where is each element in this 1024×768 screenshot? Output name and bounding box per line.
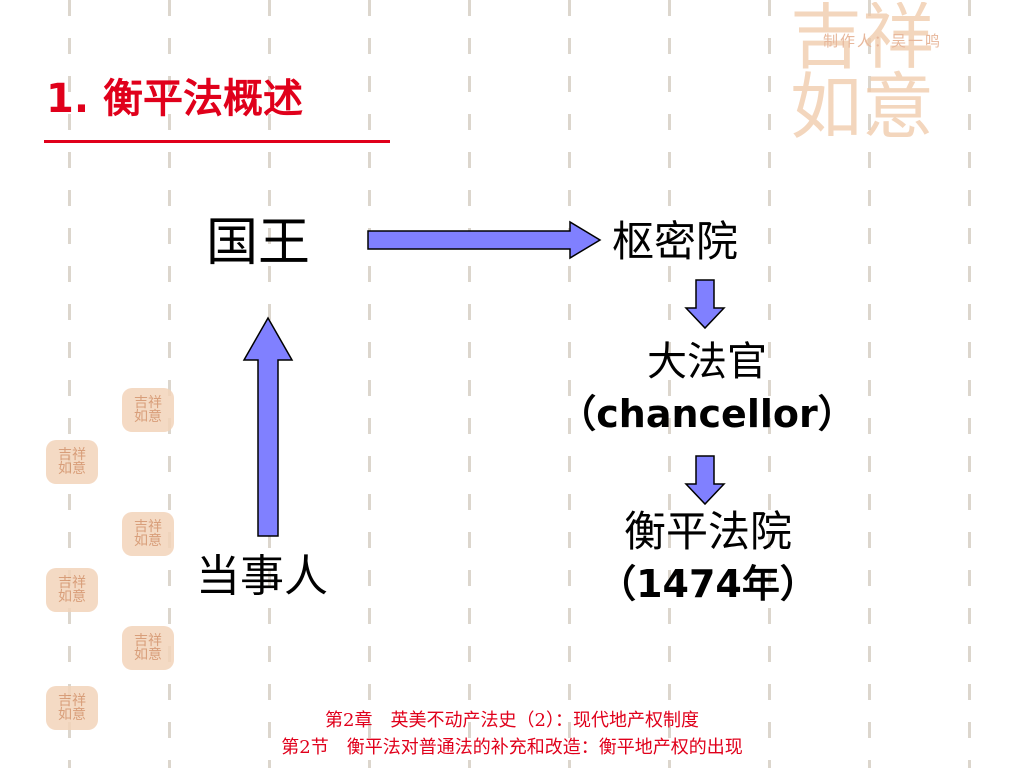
court-year-label: （1474年） (598, 562, 818, 606)
decorative-seal: 吉祥如意 (122, 388, 174, 432)
court-cn-label: 衡平法院 (623, 507, 792, 556)
decorative-seal: 吉祥如意 (122, 626, 174, 670)
arrow-right (367, 220, 602, 260)
maker-credit: 制作人：吴一鸣 (823, 32, 943, 50)
node-privy-council: 枢密院 (612, 217, 739, 266)
decorative-seal: 吉祥如意 (46, 568, 98, 612)
arrow-up (242, 316, 294, 537)
arrow-down (684, 279, 726, 330)
footer-chapter: 第2章 英美不动产法史（2）：现代地产权制度 (325, 710, 699, 731)
decorative-seal: 吉祥如意 (122, 512, 174, 556)
title-underline (44, 140, 390, 143)
chancellor-en-label: （chancellor） (558, 392, 856, 436)
chancellor-cn-label: 大法官 (647, 339, 767, 385)
arrow-down (684, 455, 726, 506)
node-party: 当事人 (196, 551, 328, 602)
slide-title: 1. 衡平法概述 (46, 76, 303, 122)
decorative-seal-large: 吉祥如意 (790, 2, 935, 149)
footer-section: 第2节 衡平法对普通法的补充和改造：衡平地产权的出现 (281, 737, 743, 758)
node-chancellor: 大法官 （chancellor） (534, 336, 880, 440)
decorative-seal: 吉祥如意 (46, 440, 98, 484)
node-king: 国王 (206, 213, 311, 273)
decorative-seal: 吉祥如意 (46, 686, 98, 730)
node-court-of-chancery: 衡平法院 （1474年） (558, 506, 858, 610)
